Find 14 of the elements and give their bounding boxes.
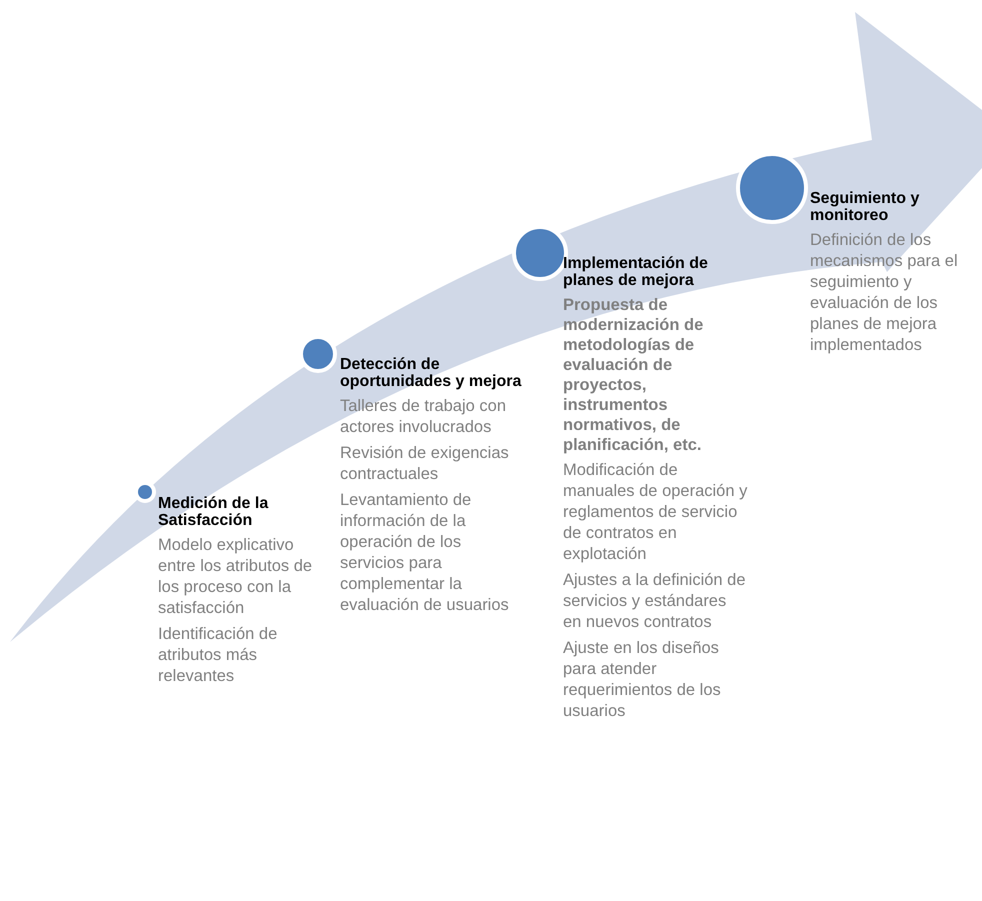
step-description: Ajuste en los diseños para atender requerimientos de los usuarios xyxy=(563,638,722,722)
step-description: Definición de los mecanismos para el seguimiento y evaluación de los planes de mejora implementados xyxy=(810,230,959,356)
step-description: Modificación de manuales de operación y reglamentos de servicio de contratos en explotación xyxy=(563,460,748,565)
step-description: Ajustes a la definición de servicios y estándares en nuevos contratos xyxy=(563,570,747,633)
step-description: Levantamiento de información de la operación de los servicios para complementar la evaluación de usuarios xyxy=(340,490,510,616)
step-heading: Detección de oportunidades y mejora xyxy=(340,356,522,390)
step-description: Talleres de trabajo con actores involucrados xyxy=(340,396,508,438)
step-description: Modelo explicativo entre los atributos de los proceso con la satisfacción xyxy=(158,535,314,619)
step-description: Propuesta de modernización de metodologías de evaluación de proyectos, instrumentos normativos, de planificación, etc. xyxy=(563,295,704,455)
step-description: Identificación de atributos más relevantes xyxy=(158,624,278,687)
step-heading: Seguimiento y monitoreo xyxy=(810,190,920,224)
step-heading: Implementación de planes de mejora xyxy=(563,255,709,289)
step-heading: Medición de la Satisfacción xyxy=(158,495,270,529)
step-description: Revisión de exigencias contractuales xyxy=(340,443,510,485)
